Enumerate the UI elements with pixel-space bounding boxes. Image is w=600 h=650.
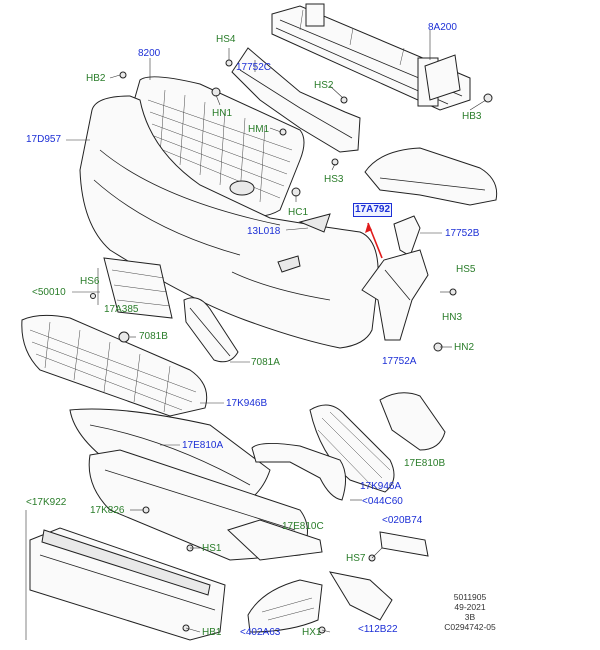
callout-7081b[interactable]: 7081B (139, 331, 168, 342)
callout-17k826[interactable]: 17K826 (90, 505, 125, 516)
ref-code: C0294742-05 (444, 622, 496, 632)
callout-8a200[interactable]: 8A200 (428, 22, 457, 33)
bumper-cover (79, 95, 379, 349)
callout-hs2[interactable]: HS2 (314, 80, 334, 91)
callout-hc1[interactable]: HC1 (288, 207, 309, 218)
callout-hn2[interactable]: HN2 (454, 342, 475, 353)
callout-8200[interactable]: 8200 (138, 48, 161, 59)
skid-plate (29, 527, 226, 641)
callout-17e810c[interactable]: 17E810C (282, 521, 324, 532)
side-grille (309, 392, 446, 493)
bracket-17752b (393, 215, 421, 257)
callout-7081a[interactable]: 7081A (251, 357, 280, 368)
cover-17e810c (227, 519, 323, 561)
callout-hn3[interactable]: HN3 (442, 312, 463, 323)
callout-hs4[interactable]: HS4 (216, 34, 236, 45)
tow-cover (247, 579, 323, 633)
callout-hm1[interactable]: HM1 (248, 124, 270, 135)
callout-044c60[interactable]: <044C60 (362, 496, 403, 507)
leader-lines (25, 30, 487, 640)
callout-50010[interactable]: <50010 (32, 287, 66, 298)
callout-hb1[interactable]: HB1 (202, 627, 222, 638)
licence-plate-bracket (103, 257, 173, 319)
callout-17e810a[interactable]: 17E810A (182, 440, 224, 451)
callout-hs6[interactable]: HS6 (80, 276, 100, 287)
callout-17e810b[interactable]: 17E810B (404, 458, 446, 469)
ref-section: 3B (464, 612, 476, 622)
ref-number: 5011905 (453, 592, 487, 602)
callout-hs1[interactable]: HS1 (202, 543, 222, 554)
callout-112b22[interactable]: <112B22 (358, 624, 398, 635)
callout-17k946b[interactable]: 17K946B (226, 398, 268, 409)
diagram-reference: 5011905 49-2021 3B C0294742-05 (430, 592, 510, 632)
bezel-7081a (183, 297, 239, 363)
callout-020b74[interactable]: <020B74 (382, 515, 423, 526)
callout-13l018[interactable]: 13L018 (247, 226, 281, 237)
fasteners (90, 59, 493, 634)
callout-hx1[interactable]: HX1 (302, 627, 322, 638)
callout-17k922[interactable]: <17K922 (26, 497, 67, 508)
callout-402a63[interactable]: <402A63 (240, 627, 281, 638)
reinforcement-beam (271, 3, 471, 111)
callout-hs3[interactable]: HS3 (324, 174, 344, 185)
callout-hb3[interactable]: HB3 (462, 111, 482, 122)
trim-strip (251, 442, 346, 501)
pointer-arrow (365, 222, 383, 259)
callout-17752a[interactable]: 17752A (382, 356, 417, 367)
callout-hb2[interactable]: HB2 (86, 73, 106, 84)
callout-hs7[interactable]: HS7 (346, 553, 366, 564)
callout-hn1[interactable]: HN1 (212, 108, 233, 119)
callout-17a792-highlighted[interactable]: 17A792 (353, 203, 393, 217)
callout-17a385[interactable]: 17A385 (104, 304, 139, 315)
callout-hs5[interactable]: HS5 (456, 264, 476, 275)
callout-17752b[interactable]: 17752B (445, 228, 480, 239)
energy-absorber (364, 147, 498, 206)
bracket-112b22 (328, 571, 393, 621)
callout-17d957[interactable]: 17D957 (26, 134, 62, 145)
callout-17k946a[interactable]: 17K946A (360, 481, 402, 492)
strip-020b74 (379, 531, 429, 557)
callout-17752c[interactable]: 17752C (236, 62, 272, 73)
lower-grille-17k946b (21, 314, 208, 417)
bracket-17752c (231, 47, 361, 153)
bracket-17752a (361, 249, 429, 341)
ref-date: 49-2021 (454, 602, 486, 612)
